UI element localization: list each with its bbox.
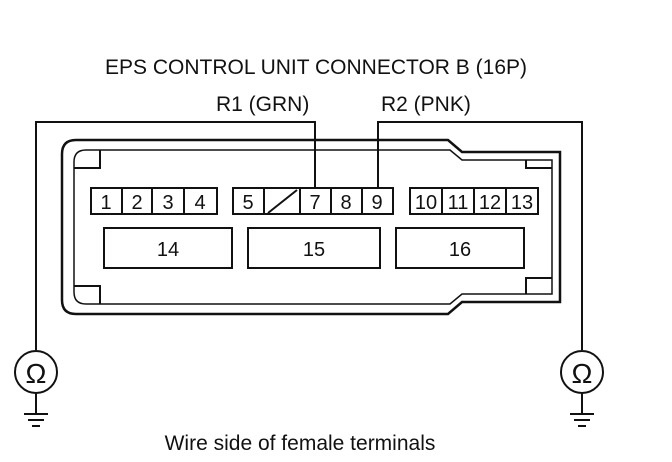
terminal-10: 10: [415, 192, 437, 214]
ohm-symbol-right-icon: Ω: [572, 358, 593, 389]
terminal-14: 14: [157, 239, 179, 261]
terminal-8: 8: [340, 192, 351, 214]
connector-body: [60, 138, 562, 316]
wire-label-r2: R2 (PNK): [381, 93, 471, 116]
ground-right-icon: [570, 393, 594, 427]
terminal-2: 2: [131, 192, 142, 214]
terminal-5: 5: [242, 192, 253, 214]
ohmmeter-left: Ω: [14, 350, 58, 427]
terminal-3: 3: [162, 192, 173, 214]
ohm-symbol-left-icon: Ω: [26, 358, 47, 389]
terminal-4: 4: [194, 192, 205, 214]
terminal-1: 1: [100, 192, 111, 214]
terminal-13: 13: [511, 192, 533, 214]
caption: Wire side of female terminals: [165, 432, 436, 455]
diagram-title: EPS CONTROL UNIT CONNECTOR B (16P): [105, 56, 527, 79]
terminal-11: 11: [448, 192, 469, 214]
terminal-9: 9: [371, 192, 382, 214]
terminal-7: 7: [309, 192, 320, 214]
terminal-16: 16: [449, 239, 471, 261]
probe-wires: [35, 121, 583, 350]
ohmmeter-right: Ω: [560, 350, 604, 427]
terminal-15: 15: [303, 239, 325, 261]
terminal-12: 12: [479, 192, 501, 214]
terminal-group-outlines: [90, 187, 539, 269]
ground-left-icon: [24, 393, 48, 427]
wire-label-r1: R1 (GRN): [216, 93, 309, 116]
